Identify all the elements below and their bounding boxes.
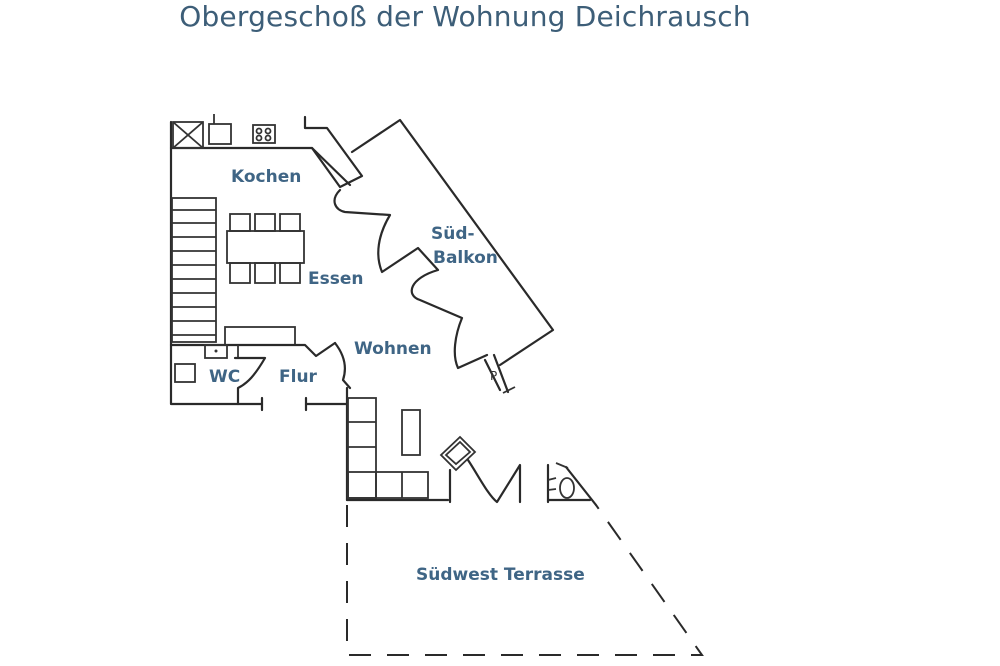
svg-text:P: P [490, 369, 497, 383]
room-label-flur: Flur [279, 367, 317, 387]
wc-walls [169, 341, 352, 406]
room-label-wc: WC [209, 367, 241, 387]
dining-table [226, 213, 305, 284]
room-label-sued-balkon-1: Süd- [431, 224, 475, 244]
plan-title: Obergeschoß der Wohnung Deichrausch [179, 0, 751, 33]
outer-walls: P [169, 114, 555, 412]
room-label-essen: Essen [308, 269, 364, 289]
room-label-terrasse: Südwest Terrasse [416, 565, 585, 585]
sideboard [224, 326, 296, 346]
living-lower [345, 386, 598, 507]
staircase [171, 197, 217, 343]
room-label-sued-balkon-2: Balkon [433, 248, 498, 268]
room-label-kochen: Kochen [231, 167, 302, 187]
room-label-wohnen: Wohnen [354, 339, 432, 359]
